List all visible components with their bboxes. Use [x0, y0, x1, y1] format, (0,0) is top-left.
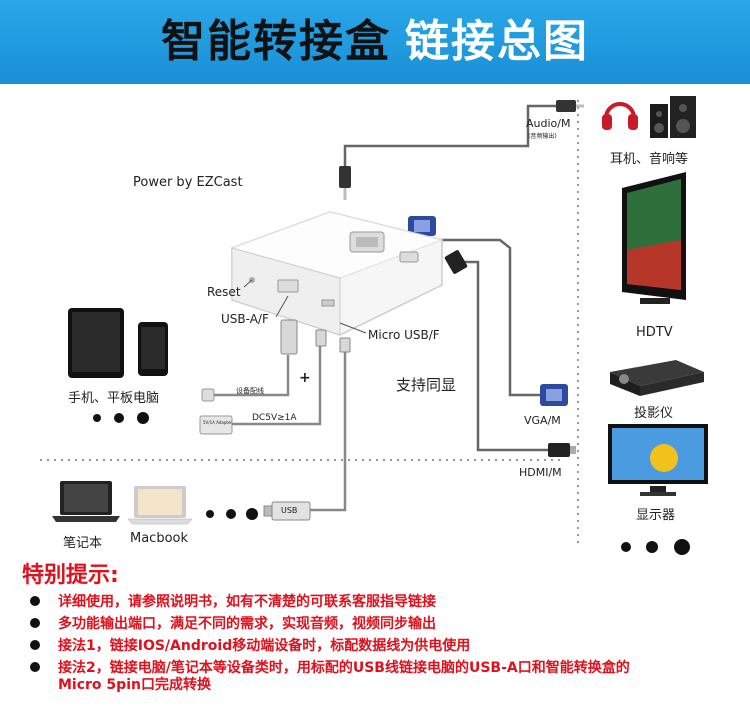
projector-label: 投影仪: [634, 402, 673, 421]
bullet-icon: [30, 662, 40, 672]
note-text-4: 接法2，链接电脑/笔记本等设备类时，用标配的USB线链接电脑的USB-A口和智能…: [58, 660, 630, 676]
output-dots: [621, 539, 690, 555]
device-cable-plug: [202, 389, 214, 401]
notes-title: 特别提示:: [22, 557, 119, 589]
power-adapter: [200, 416, 232, 434]
hdmi-plug-top: [444, 249, 468, 274]
micro-plug-2: [340, 338, 350, 352]
headphones-icon: [602, 104, 638, 130]
note-item-4: 接法2，链接电脑/笔记本等设备类时，用标配的USB线链接电脑的USB-A口和智能…: [30, 660, 630, 694]
hdtv-label: HDTV: [636, 325, 673, 340]
laptop-label: 笔记本: [63, 532, 102, 551]
hdmi-plug-bottom: [548, 443, 576, 457]
hdmi-m-label: HDMI/M: [519, 466, 562, 479]
adapter-text: 5V/1A Adapter: [203, 420, 232, 425]
bullet-icon: [30, 596, 40, 606]
source-dots-row1: [93, 412, 149, 424]
plus-sign: +: [299, 370, 311, 386]
bullet-icon: [30, 640, 40, 650]
note-item-2: 多功能输出端口，满足不同的需求，实现音频，视频同步输出: [30, 616, 436, 633]
projector-icon: [610, 360, 704, 396]
sync-label: 支持同显: [396, 374, 456, 395]
note-item-1: 详细使用，请参照说明书，如有不清楚的可联系客服指导链接: [30, 594, 436, 611]
micro-plug-1: [316, 330, 326, 346]
note-item-3: 接法1，链接IOS/Android移动端设备时，标配数据线为供电使用: [30, 638, 470, 655]
usb-plug-label: USB: [281, 506, 297, 515]
vga-m-label: VGA/M: [524, 414, 561, 427]
reset-label: Reset: [207, 285, 241, 299]
power-spec-label: DC5V≥1A: [252, 413, 297, 423]
hdtv-icon: [622, 172, 686, 304]
usb-af-label: USB-A/F: [221, 312, 269, 326]
note-text-4-cont: Micro 5pin口完成转换: [30, 677, 630, 694]
monitor-icon: [608, 424, 708, 496]
headphones-label: 耳机、音响等: [610, 148, 688, 167]
phone-icon: [138, 322, 168, 376]
phone-tablet-label: 手机、平板电脑: [68, 387, 159, 406]
source-dots-row2: [206, 508, 258, 520]
laptop-icon: [52, 481, 120, 522]
power-by-label: Power by EZCast: [133, 175, 243, 190]
tablet-icon: [68, 308, 124, 378]
usb-plug-box: [281, 320, 297, 354]
source-cables: [214, 345, 345, 510]
audio-plug: [339, 100, 584, 200]
note-text-2: 多功能输出端口，满足不同的需求，实现音频，视频同步输出: [58, 616, 436, 632]
bullet-icon: [30, 618, 40, 628]
audio-m-label: Audio/M: [526, 117, 570, 130]
vga-plug-bottom: [540, 384, 568, 406]
audio-note-label: (音频输出): [528, 131, 557, 140]
speakers-icon: [650, 96, 696, 138]
monitor-label: 显示器: [636, 504, 675, 523]
macbook-label: Macbook: [130, 531, 188, 546]
micro-usb-f-label: Micro USB/F: [368, 328, 440, 342]
note-text-3: 接法1，链接IOS/Android移动端设备时，标配数据线为供电使用: [58, 638, 470, 654]
device-cable-label: 设备配线: [236, 386, 264, 396]
note-text-1: 详细使用，请参照说明书，如有不清楚的可联系客服指导链接: [58, 594, 436, 610]
macbook-icon: [128, 486, 192, 524]
